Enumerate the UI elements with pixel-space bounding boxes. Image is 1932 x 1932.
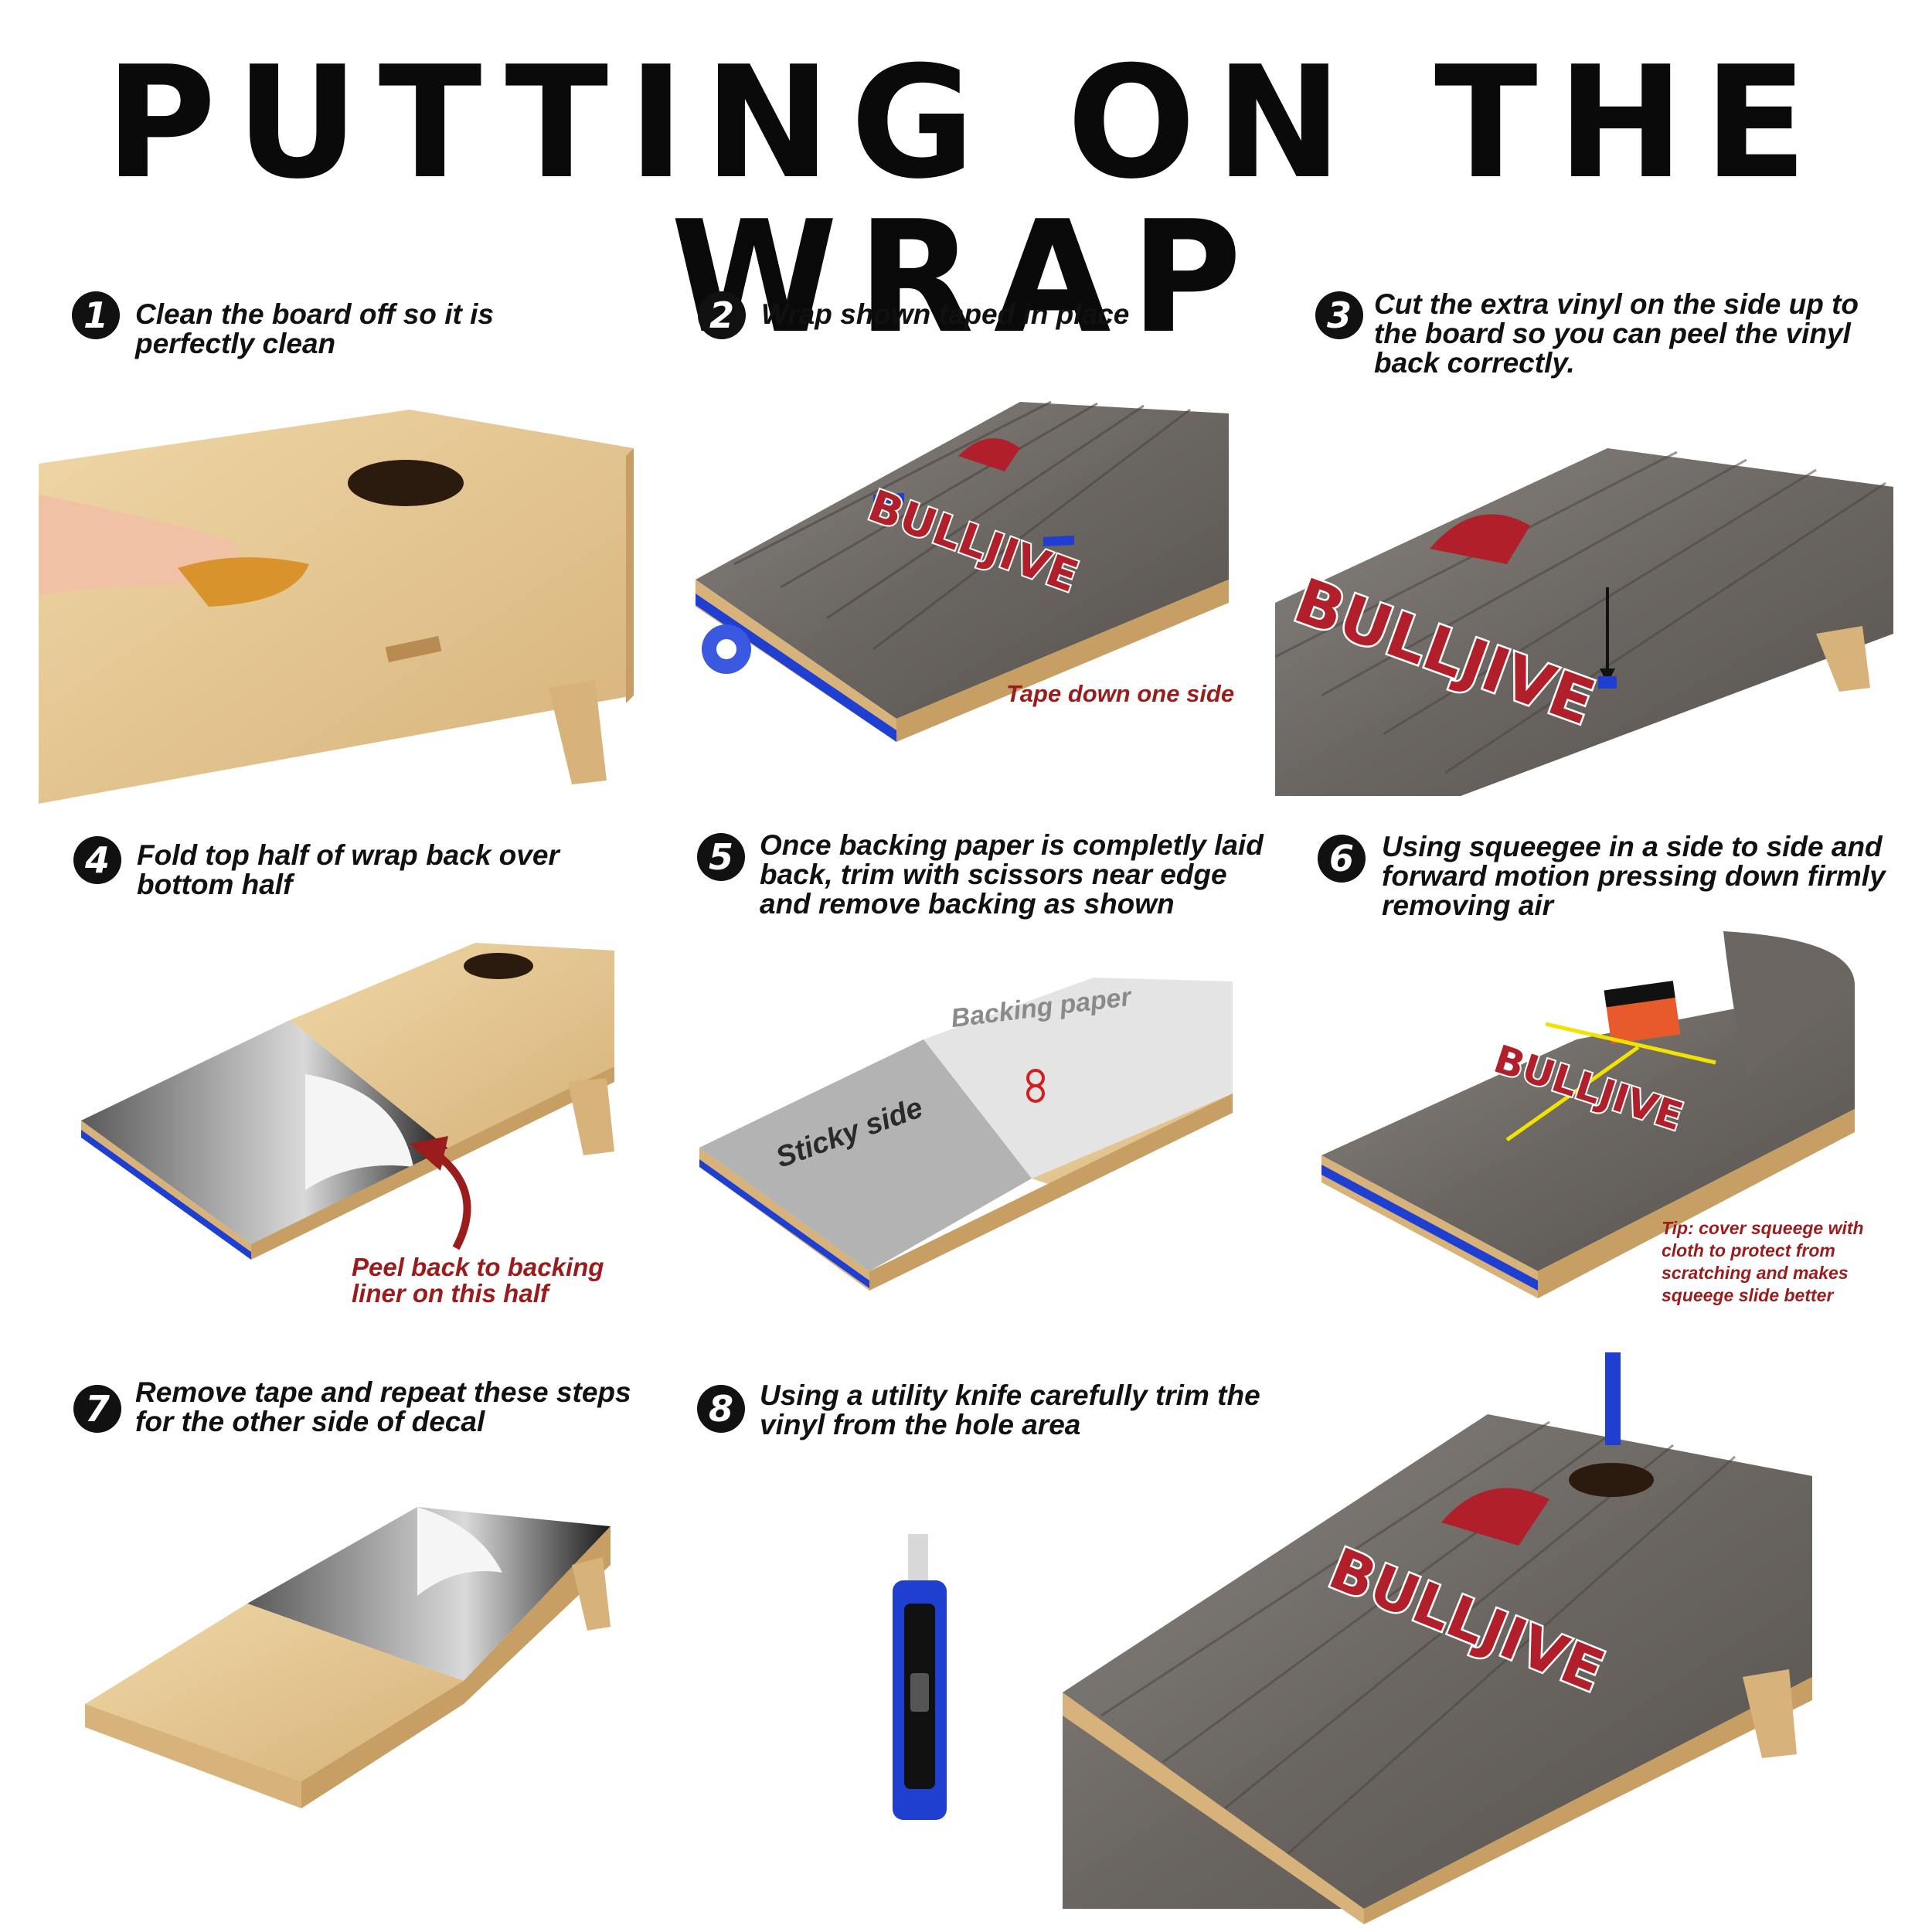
hole-icon [464,953,533,979]
step-2-illustration: BULLJIVE [696,400,1229,742]
cloth-icon [178,557,309,607]
board-leg [549,680,607,784]
wrap-peel [247,1507,611,1681]
hole-icon [1569,1463,1654,1497]
step-7-badge: 7 [73,1385,121,1433]
step-2-note: Tape down one side [1006,680,1235,707]
step-4-note: Peel back to backing liner on this half [352,1253,604,1308]
tape-strip [699,1159,869,1288]
step-1-illustration [39,410,634,804]
step-6-badge: 6 [1318,835,1366,883]
step-4-badge: 4 [73,836,121,884]
board-leg [572,1557,611,1631]
step-2-badge: 2 [698,291,746,339]
peel-corner [417,1507,502,1596]
hole-icon [348,460,464,506]
board-top [85,1604,464,1781]
step-8-illustration: BULLJIVE [1063,1352,1812,1924]
peel-corner [305,1074,413,1190]
step-1-badge: 1 [72,291,120,339]
step-4-text: Fold top half of wrap back over bottom h… [137,839,560,900]
bull-icon [958,438,1020,471]
step-5-text: Once backing paper is completly laid bac… [760,829,1264,920]
board-leg [1743,1669,1797,1758]
step-8-badge: 8 [697,1385,745,1433]
step-3-badge: 3 [1315,291,1363,339]
board-leg [1816,626,1870,692]
tape-strip [81,1130,251,1260]
step-6-illustration: BULLJIVE [1321,931,1855,1298]
step-6-note: Tip: cover squeege with cloth to protect… [1662,1218,1864,1305]
step-5-illustration [699,978,1233,1291]
bull-icon [1430,514,1530,564]
step-8-text: Using a utility knife carefully trim the… [760,1379,1260,1440]
wrap-curl [1723,931,1855,1078]
wrap-top [1321,985,1855,1271]
step-7-text: Remove tape and repeat these steps for t… [135,1376,631,1437]
wrap-top [1275,448,1893,796]
wrap-top [1063,1414,1812,1909]
backing-paper [923,978,1233,1179]
step-4-illustration [81,943,614,1260]
tape-strip [1321,1165,1538,1291]
wrap-peel [81,1020,452,1244]
page-title: PUTTING ON THE WRAP [104,33,1827,368]
utility-knife-small-icon [1605,1352,1621,1445]
board-top [39,410,634,804]
step-3-illustration: BULLJIVE [1275,448,1893,796]
motion-arrow [1545,1022,1716,1065]
step-3-text: Cut the extra vinyl on the side up to th… [1374,288,1859,379]
utility-knife-icon [893,1534,947,1820]
step-7-illustration [85,1507,611,1808]
step-6-text: Using squeegee in a side to side and for… [1382,831,1886,921]
tape-strip [696,594,896,742]
sticky-side [699,1039,1032,1271]
curved-arrow-icon [410,1136,471,1250]
board-top [290,943,614,1151]
board-leg [568,1078,614,1155]
step-2-text: Wrap shown taped in place [761,298,1130,330]
step-1-text: Clean the board off so it is perfectly c… [135,298,494,359]
bull-icon [1441,1488,1549,1546]
step-5-badge: 5 [697,833,745,881]
